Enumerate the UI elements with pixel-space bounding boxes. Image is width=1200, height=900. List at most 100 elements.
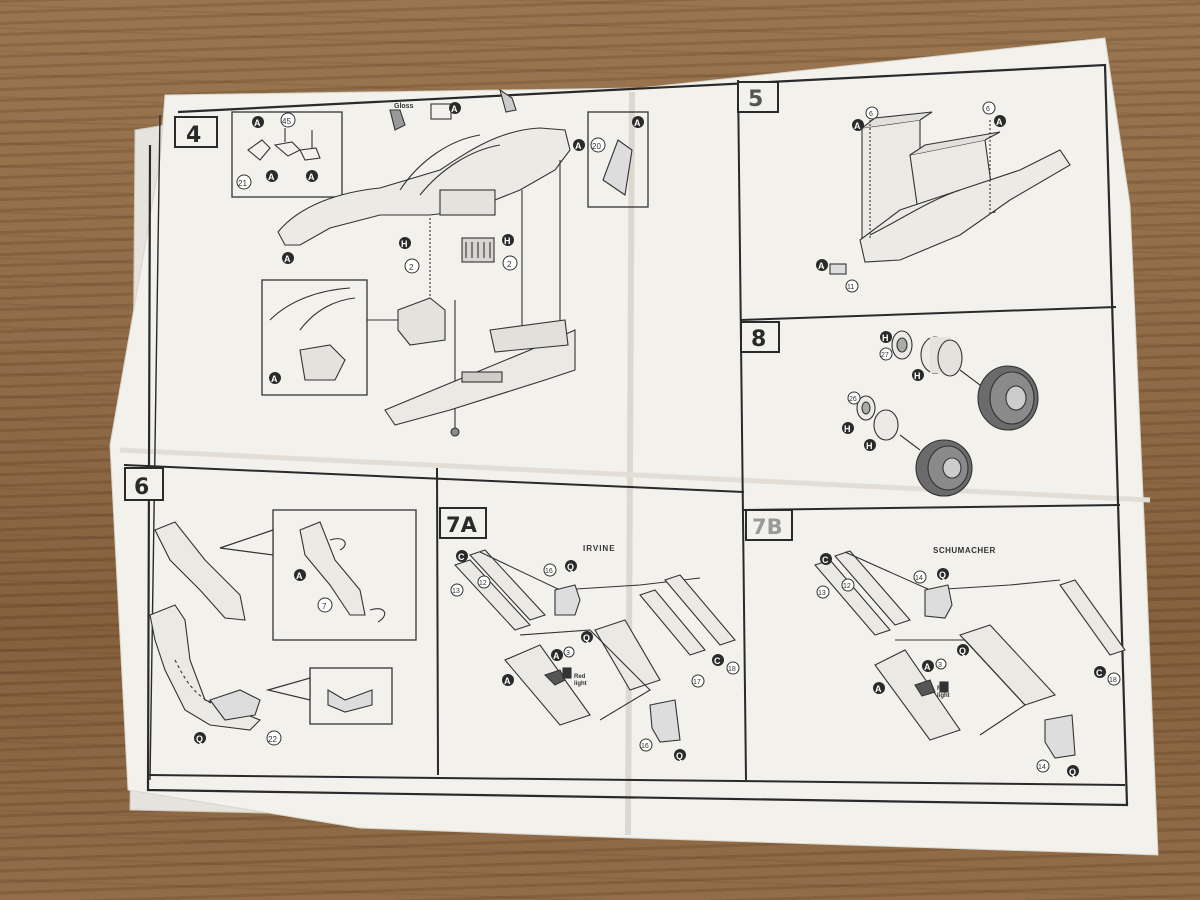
step7b-callout-12: 12 bbox=[843, 583, 851, 590]
step7b-callout-q-1: Q bbox=[939, 570, 946, 580]
step7b-red-light-label: Red light bbox=[937, 686, 950, 699]
seat-part bbox=[397, 297, 446, 346]
step-5-badge: 5 bbox=[737, 81, 779, 113]
step6-callout-a: A bbox=[296, 571, 303, 581]
callout-a-1-label: A bbox=[254, 118, 261, 128]
step7b-callout-q-3: Q bbox=[1069, 767, 1076, 777]
step7b-callout-a-2: A bbox=[875, 684, 882, 694]
irvine-title: IRVINE bbox=[583, 544, 616, 553]
step5-callout-a-1: A bbox=[854, 121, 861, 131]
step7a-red-light-label: Red light bbox=[574, 674, 587, 687]
step8-callout-27: 27 bbox=[881, 352, 889, 359]
callout-a-5-label: A bbox=[575, 141, 582, 151]
step7a-callout-12: 12 bbox=[479, 580, 487, 587]
step-6-number: 6 bbox=[134, 475, 149, 500]
step-7a-badge: 7A bbox=[439, 507, 487, 539]
wing-endplate-part bbox=[154, 521, 246, 621]
step-8-callouts: H 27 H 26 H H bbox=[842, 331, 924, 451]
step7a-callout-16-2: 16 bbox=[641, 743, 649, 750]
step5-callout-a-2: A bbox=[996, 117, 1003, 127]
step5-callout-6-1: 6 bbox=[869, 111, 873, 118]
step5-callout-11: 11 bbox=[847, 284, 854, 291]
step-4-callouts: A 45 21 A A Gloss A A 20 A A H 2 H 2 A bbox=[236, 102, 644, 384]
step5-callout-6-2: 6 bbox=[986, 106, 990, 113]
step7a-callout-q-3: Q bbox=[676, 751, 683, 761]
step8-callout-h-1: H bbox=[882, 333, 889, 343]
callout-h-2-label: H bbox=[504, 236, 511, 246]
step-4-detail-box-right bbox=[587, 111, 649, 208]
step-4-badge: 4 bbox=[174, 116, 218, 148]
step8-callout-h-4: H bbox=[866, 441, 873, 451]
step-6-diagram bbox=[149, 509, 417, 731]
side-panel-part bbox=[149, 604, 261, 731]
vertical-fold bbox=[625, 91, 635, 836]
callout-a-2-label: A bbox=[268, 172, 275, 182]
step7a-callout-a-2: A bbox=[504, 676, 511, 686]
step7a-callout-c-1: C bbox=[458, 552, 465, 562]
divider-5-8 bbox=[739, 306, 1117, 321]
step7b-callout-c-1: C bbox=[822, 555, 829, 565]
callout-a-3-label: A bbox=[308, 172, 315, 182]
callout-a-8-label: A bbox=[271, 374, 278, 384]
step6-callout-7: 7 bbox=[322, 602, 327, 611]
step7b-callout-18: 18 bbox=[1109, 677, 1117, 684]
step8-callout-h-2: H bbox=[914, 371, 921, 381]
step-7a-diagram bbox=[454, 549, 736, 743]
step-7b-callouts: C 12 13 14 Q Q A 3 Red light A C 18 14 Q bbox=[816, 553, 1121, 777]
step7a-callout-q-2: Q bbox=[583, 633, 590, 643]
step-4-detail-box-left bbox=[231, 111, 343, 198]
step7a-callout-17: 17 bbox=[693, 679, 701, 686]
step7b-callout-14-1: 14 bbox=[915, 575, 923, 582]
bottom-band-line bbox=[147, 774, 1126, 786]
step8-callout-h-3: H bbox=[844, 424, 851, 434]
callout-2-1-label: 2 bbox=[409, 263, 414, 272]
step-4-number: 4 bbox=[186, 123, 201, 148]
step-7b-badge: 7B bbox=[745, 509, 793, 541]
callout-45-label: 45 bbox=[282, 117, 291, 126]
outer-frame bbox=[146, 63, 1129, 807]
step7a-red-label: Red bbox=[574, 674, 586, 680]
callout-a-6-label: A bbox=[634, 118, 641, 128]
step-4-detail-box-bottom bbox=[261, 279, 368, 396]
step7a-callout-q-1: Q bbox=[567, 562, 574, 572]
step-8-badge: 8 bbox=[740, 321, 780, 353]
step7a-callout-c-2: C bbox=[714, 656, 721, 666]
callout-h-1-label: H bbox=[401, 239, 408, 249]
step6-callout-q: Q bbox=[196, 734, 203, 744]
step7b-callout-q-2: Q bbox=[959, 646, 966, 656]
step-6-badge: 6 bbox=[124, 467, 164, 501]
step7b-callout-c-2: C bbox=[1096, 668, 1103, 678]
divider-right-vertical bbox=[737, 79, 747, 781]
callout-2-2-label: 2 bbox=[507, 260, 512, 269]
callout-a-1 bbox=[252, 116, 264, 128]
step5-callout-a-3: A bbox=[818, 261, 825, 271]
callout-20-label: 20 bbox=[592, 142, 601, 151]
gloss-label: Gloss bbox=[394, 103, 414, 110]
step7a-light-label: light bbox=[574, 681, 587, 687]
step-6-detail-box-top bbox=[272, 509, 417, 641]
step-7a-callouts: C 12 13 16 Q Q A 3 Red light A C 18 17 1… bbox=[450, 550, 740, 761]
step-8-diagram bbox=[856, 330, 1039, 497]
horizontal-fold bbox=[119, 447, 1151, 503]
step7b-callout-13: 13 bbox=[818, 590, 826, 597]
step6-callout-22: 22 bbox=[268, 735, 277, 744]
schumacher-title: SCHUMACHER bbox=[933, 546, 996, 555]
step-5-number: 5 bbox=[748, 87, 763, 112]
step7b-light-label: light bbox=[937, 693, 950, 699]
step7a-callout-13: 13 bbox=[452, 588, 460, 595]
left-margin-line bbox=[149, 114, 161, 781]
callout-a-4-label: A bbox=[451, 104, 458, 114]
step7b-callout-14-2: 14 bbox=[1038, 764, 1046, 771]
callout-a-7-label: A bbox=[284, 254, 291, 264]
step7b-red-label: Red bbox=[937, 686, 949, 692]
step7a-callout-a-1: A bbox=[553, 651, 560, 661]
step-7a-number: 7A bbox=[446, 513, 478, 537]
step-5-diagram bbox=[829, 111, 1071, 275]
step7a-callout-3: 3 bbox=[566, 650, 570, 657]
step7b-callout-a-1: A bbox=[924, 662, 931, 672]
step7a-callout-16-1: 16 bbox=[545, 568, 553, 575]
step-7b-number: 7B bbox=[752, 515, 783, 539]
step-5-callouts: A 6 6 A A 11 bbox=[816, 101, 1006, 293]
step7b-callout-3: 3 bbox=[938, 662, 942, 669]
